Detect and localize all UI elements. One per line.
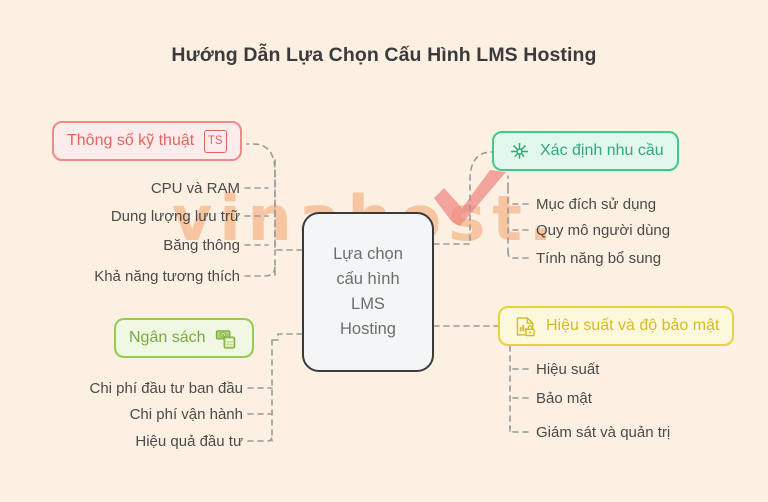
leaf-budget-2[interactable]: Chi phí vận hành bbox=[129, 406, 243, 423]
branch-header-perf[interactable]: Hiệu suất và độ bảo mật bbox=[498, 306, 735, 346]
leaf-perf-1[interactable]: Hiệu suất bbox=[536, 361, 600, 378]
branch-header-need[interactable]: Xác định nhu cầu bbox=[492, 131, 679, 171]
leaf-perf-2[interactable]: Bảo mật bbox=[536, 390, 592, 407]
ts-badge-icon: TS bbox=[203, 129, 227, 153]
page-title: Hướng Dẫn Lựa Chọn Cấu Hình LMS Hosting bbox=[171, 44, 597, 66]
money-calculator-icon: $ bbox=[215, 326, 239, 350]
leaf-spec-3[interactable]: Băng thông bbox=[163, 237, 240, 254]
leaf-perf-3[interactable]: Giám sát và quản trị bbox=[536, 424, 671, 441]
svg-text:$: $ bbox=[222, 332, 225, 337]
chart-lock-icon bbox=[513, 314, 537, 338]
branch-label-spec: Thông số kỹ thuật bbox=[67, 132, 195, 149]
leaf-spec-2[interactable]: Dung lượng lưu trữ bbox=[110, 208, 240, 225]
branch-label-budget: Ngân sách bbox=[129, 329, 206, 346]
branch-label-perf: Hiệu suất và độ bảo mật bbox=[546, 317, 720, 334]
leaf-spec-4[interactable]: Khả năng tương thích bbox=[94, 268, 240, 285]
leaf-need-1[interactable]: Mục đích sử dụng bbox=[536, 196, 657, 213]
vinahost-watermark-check-icon bbox=[434, 170, 506, 226]
leaf-budget-3[interactable]: Hiệu quả đầu tư bbox=[135, 433, 243, 450]
leaf-budget-1[interactable]: Chi phí đầu tư ban đầu bbox=[89, 380, 244, 397]
leaf-spec-1[interactable]: CPU và RAM bbox=[150, 180, 240, 197]
branch-label-need: Xác định nhu cầu bbox=[540, 142, 664, 159]
network-node-icon bbox=[507, 139, 531, 163]
center-node-label: Lựa chọn cấu hình LMS Hosting bbox=[333, 245, 403, 338]
ts-badge-text: TS bbox=[203, 129, 227, 153]
branch-header-spec[interactable]: Thông số kỹ thuật TS bbox=[52, 121, 243, 161]
branch-header-budget[interactable]: Ngân sách $ bbox=[114, 318, 254, 358]
center-node[interactable]: Lựa chọn cấu hình LMS Hosting bbox=[302, 212, 434, 372]
leaf-need-3[interactable]: Tính năng bổ sung bbox=[536, 250, 662, 267]
leaf-need-2[interactable]: Quy mô người dùng bbox=[536, 222, 671, 239]
